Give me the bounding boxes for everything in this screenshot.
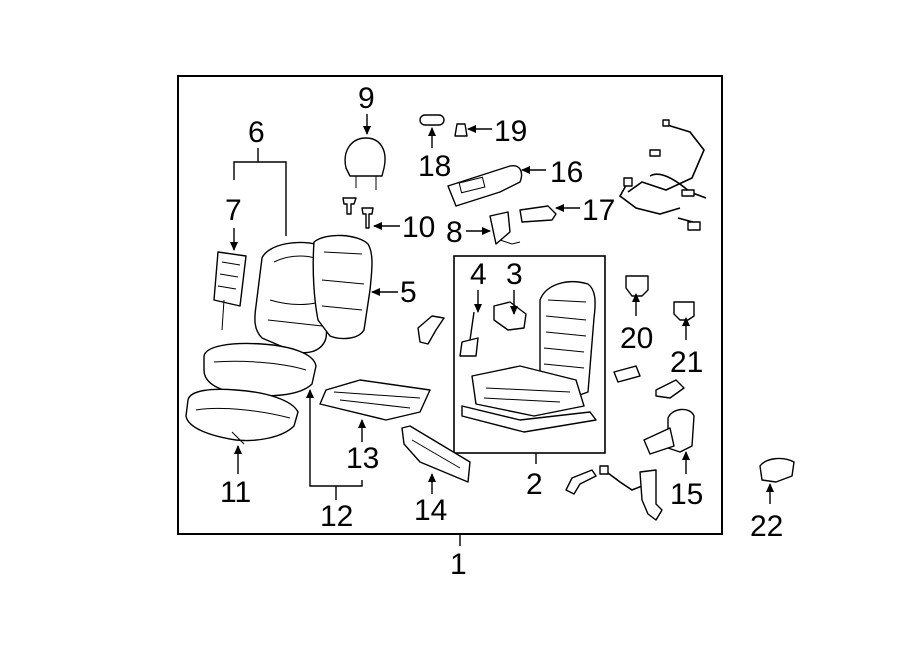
assembly-frame — [177, 75, 723, 535]
callout-17: 17 — [582, 194, 615, 227]
side-cover[interactable] — [417, 315, 445, 345]
callout-5: 5 — [400, 276, 417, 309]
callout-6: 6 — [248, 116, 265, 149]
recliner-adjuster[interactable] — [459, 311, 479, 357]
callout-4: 4 — [470, 258, 487, 291]
callout-12: 12 — [320, 500, 353, 533]
callout-22: 22 — [750, 510, 783, 543]
callout-16: 16 — [550, 156, 583, 189]
seatback-pad[interactable] — [213, 251, 247, 331]
callout-3: 3 — [506, 258, 523, 291]
switch-knob[interactable] — [454, 123, 468, 137]
callout-11: 11 — [220, 476, 251, 509]
seat-cushion-cover[interactable] — [203, 342, 317, 397]
misc-brackets[interactable] — [565, 365, 685, 521]
clip-20[interactable] — [625, 275, 649, 297]
seat-adjuster-frame[interactable] — [461, 281, 597, 433]
leader-lines — [230, 114, 774, 546]
callout-15: 15 — [670, 478, 703, 511]
callout-7: 7 — [225, 194, 242, 227]
clip-21[interactable] — [673, 301, 695, 321]
callout-2: 2 — [526, 468, 543, 501]
seat-belt-buckle[interactable] — [643, 408, 695, 455]
callout-13: 13 — [346, 442, 379, 475]
outer-side-cover[interactable] — [447, 165, 523, 207]
callout-20: 20 — [620, 322, 653, 355]
seat-heater[interactable] — [319, 379, 431, 421]
callout-21: 21 — [670, 346, 703, 379]
power-seat-switch[interactable] — [519, 205, 557, 223]
callout-8: 8 — [446, 216, 463, 249]
callout-18: 18 — [418, 150, 451, 183]
headrest-guides[interactable] — [342, 197, 374, 229]
outside-part-22[interactable] — [759, 457, 795, 483]
adjuster-motor[interactable] — [493, 301, 527, 331]
callout-1: 1 — [450, 548, 467, 581]
callout-14: 14 — [414, 494, 447, 527]
wiring-harness[interactable] — [618, 119, 707, 231]
callout-9: 9 — [358, 82, 375, 115]
callout-19: 19 — [494, 115, 527, 148]
lumbar-bracket[interactable] — [489, 211, 521, 245]
headrest[interactable] — [344, 137, 386, 190]
seat-cushion-pad[interactable] — [185, 388, 299, 445]
seat-knob[interactable] — [419, 114, 445, 126]
side-shield[interactable] — [401, 425, 471, 483]
seatback-cushion[interactable] — [312, 234, 373, 340]
adjuster-frame — [453, 255, 606, 454]
callout-10: 10 — [402, 211, 435, 244]
